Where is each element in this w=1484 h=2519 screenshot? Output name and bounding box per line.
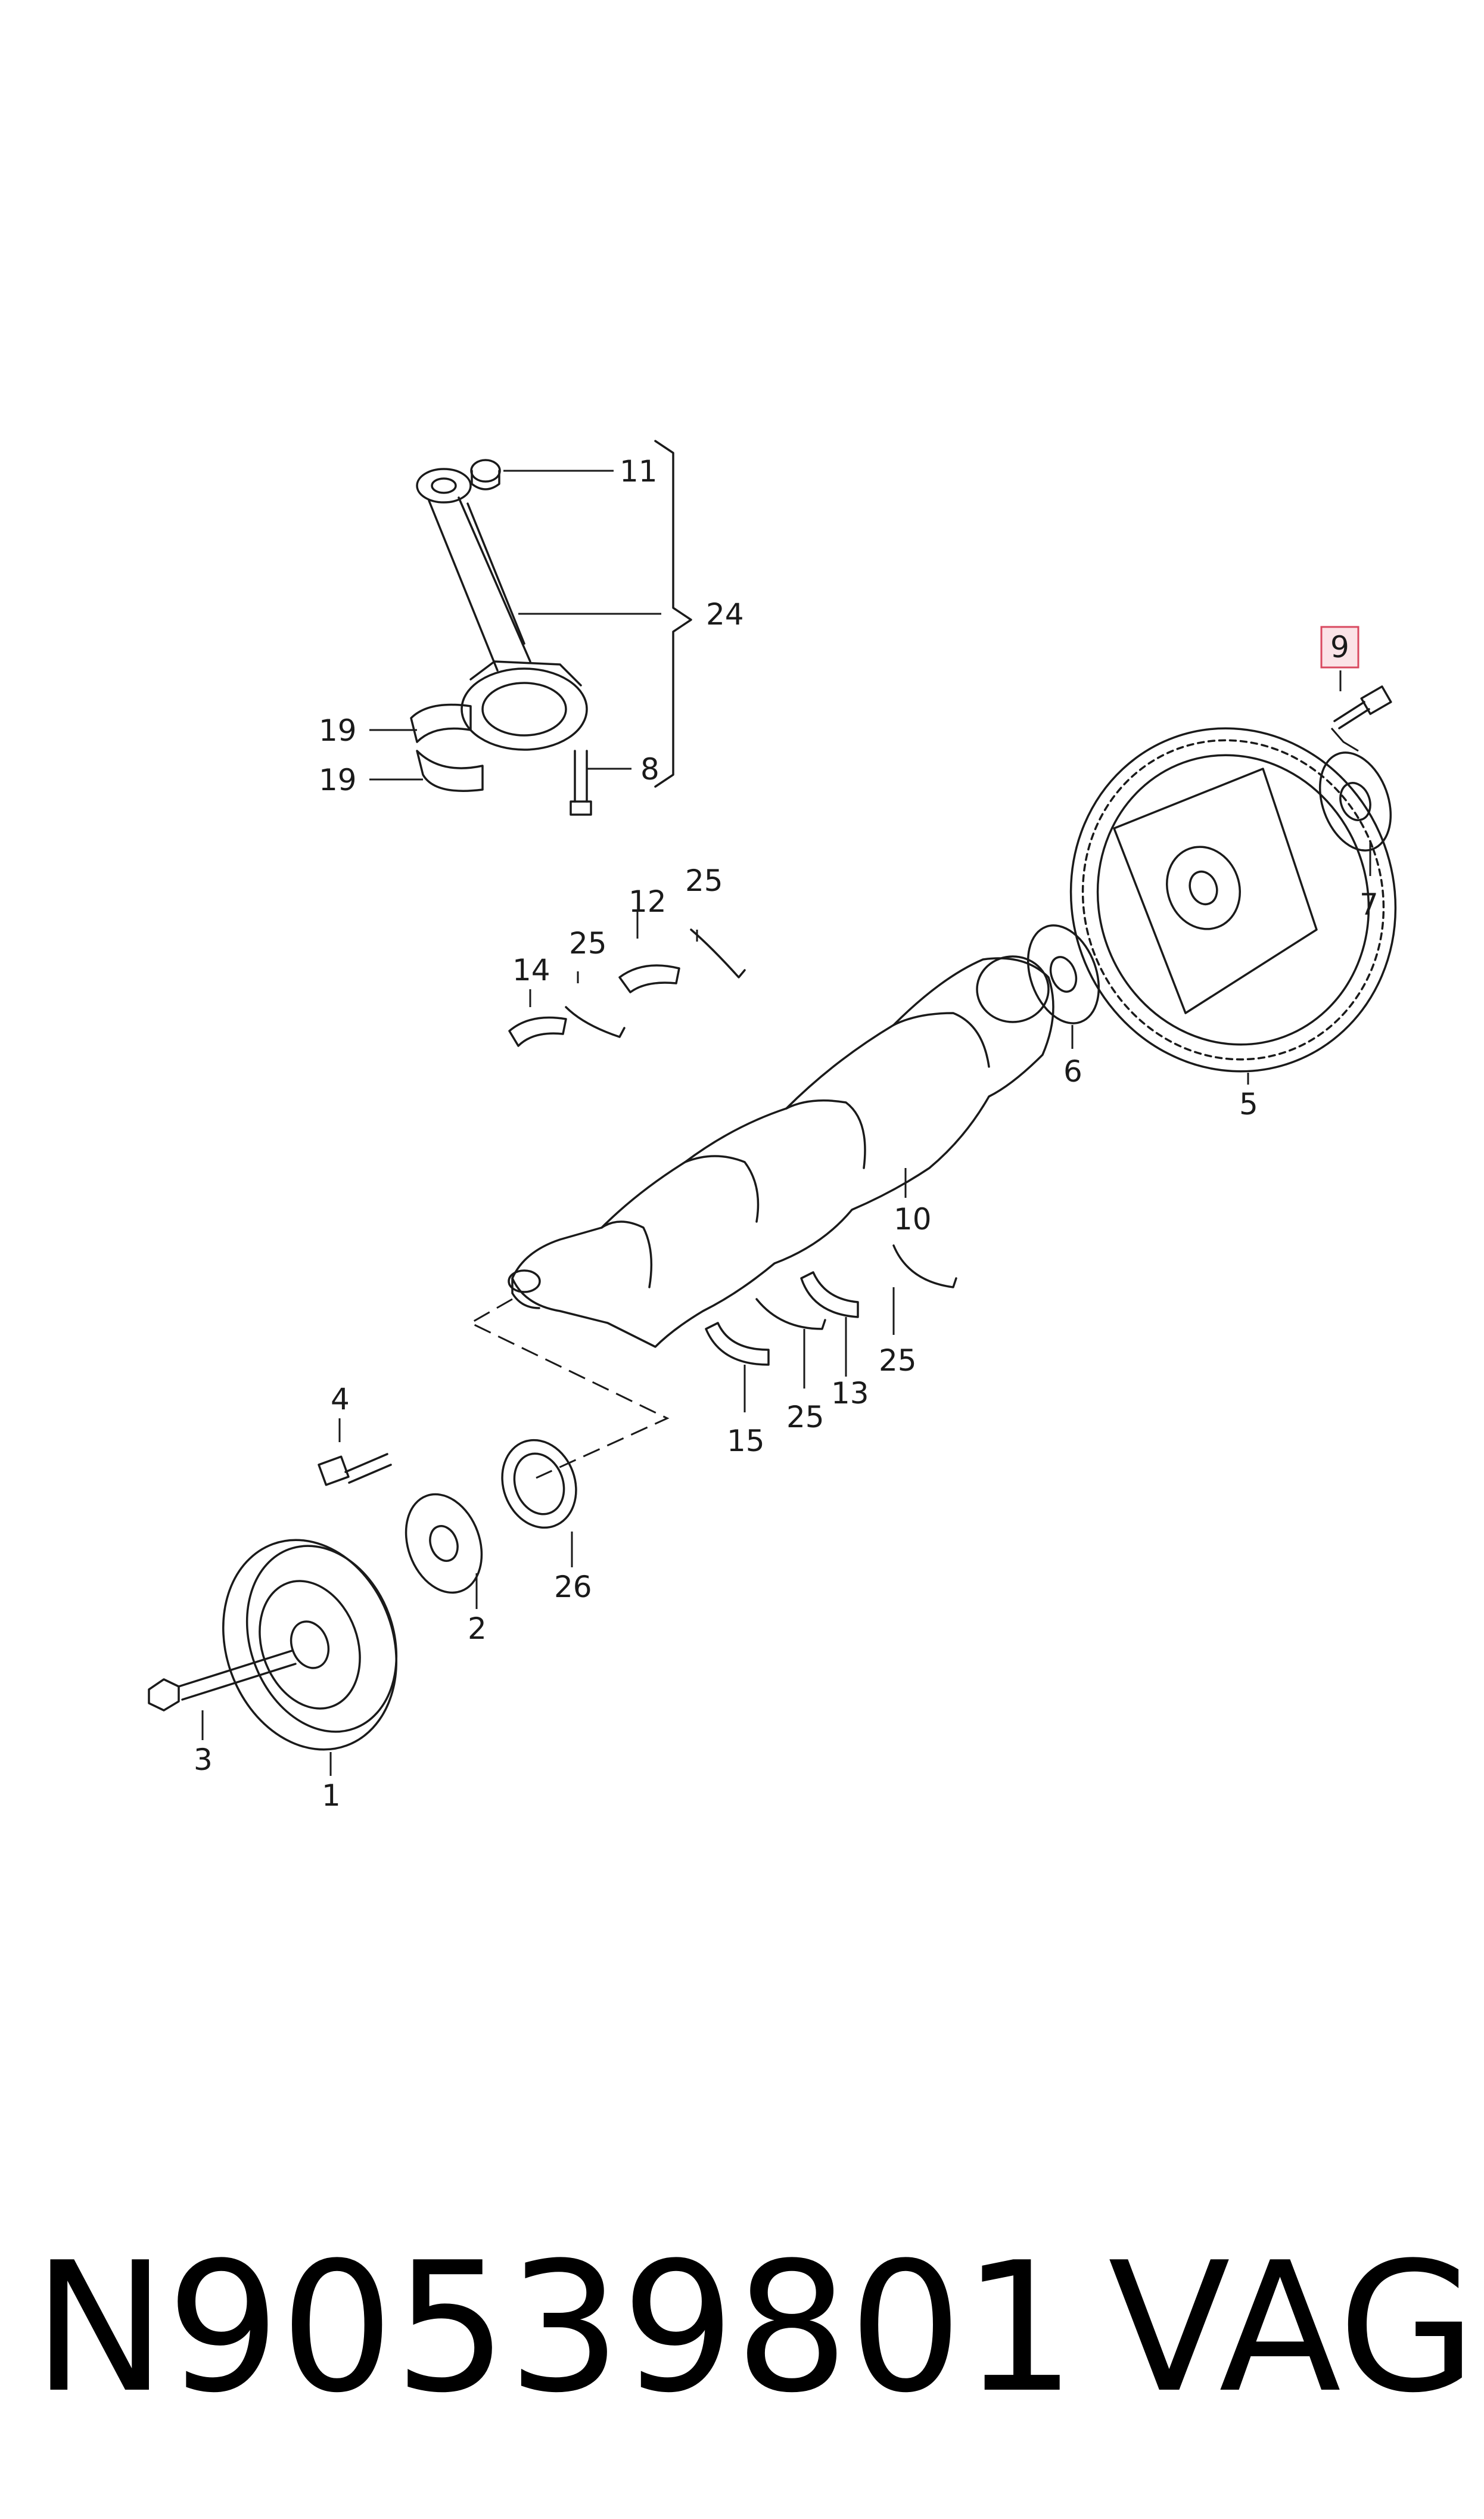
part-number: N90539801	[33, 2224, 1076, 2432]
flywheel-bolt	[1333, 685, 1392, 729]
callout-9: 9	[1330, 630, 1349, 664]
bearing-shells-lower	[705, 1244, 957, 1366]
callout-19-upper: 19	[319, 713, 357, 748]
callout-11: 11	[620, 454, 658, 489]
callout-3: 3	[194, 1743, 213, 1777]
leader-lines	[201, 470, 1371, 1776]
connecting-rod	[416, 468, 588, 751]
axis-line	[468, 1298, 670, 1479]
callout-12: 12	[629, 884, 667, 919]
callout-5: 5	[1239, 1087, 1258, 1122]
conrod-bolt	[570, 750, 592, 816]
callout-25-a: 25	[569, 926, 607, 961]
drive-plate	[1069, 727, 1397, 1073]
callout-4: 4	[331, 1382, 350, 1417]
callout-9-highlight	[1320, 626, 1359, 669]
spacer-plate	[1026, 924, 1100, 1024]
sprocket	[405, 1493, 483, 1594]
callout-25-d: 25	[879, 1343, 917, 1378]
callout-19-lower: 19	[319, 763, 357, 797]
callout-15: 15	[727, 1424, 765, 1458]
callout-1: 1	[322, 1778, 341, 1813]
callout-24: 24	[706, 597, 744, 632]
piston-pin-bushing	[470, 459, 501, 490]
crankshaft-oil-seal	[501, 1439, 577, 1529]
callout-6: 6	[1063, 1054, 1082, 1089]
crankshaft	[508, 955, 1054, 1348]
bearing-shells-upper	[508, 928, 746, 1047]
callout-13: 13	[831, 1376, 869, 1411]
vibration-damper	[222, 1539, 398, 1751]
conrod-bearing-shells	[410, 703, 484, 792]
callout-14: 14	[512, 953, 550, 987]
callout-25-c: 25	[786, 1400, 825, 1434]
callout-10: 10	[894, 1202, 932, 1237]
callout-26: 26	[554, 1570, 592, 1604]
bolt-direction-marker	[1330, 728, 1359, 752]
callout-2: 2	[468, 1611, 487, 1646]
damper-bolt	[148, 1650, 297, 1712]
callout-25-b: 25	[685, 864, 723, 898]
callout-8: 8	[640, 752, 659, 787]
brand-label: VAG	[1108, 2224, 1476, 2432]
reinforcement-plate	[1318, 751, 1392, 852]
assembly-bracket	[654, 440, 692, 788]
callout-7: 7	[1359, 887, 1379, 922]
sprocket-bolt	[318, 1453, 392, 1486]
